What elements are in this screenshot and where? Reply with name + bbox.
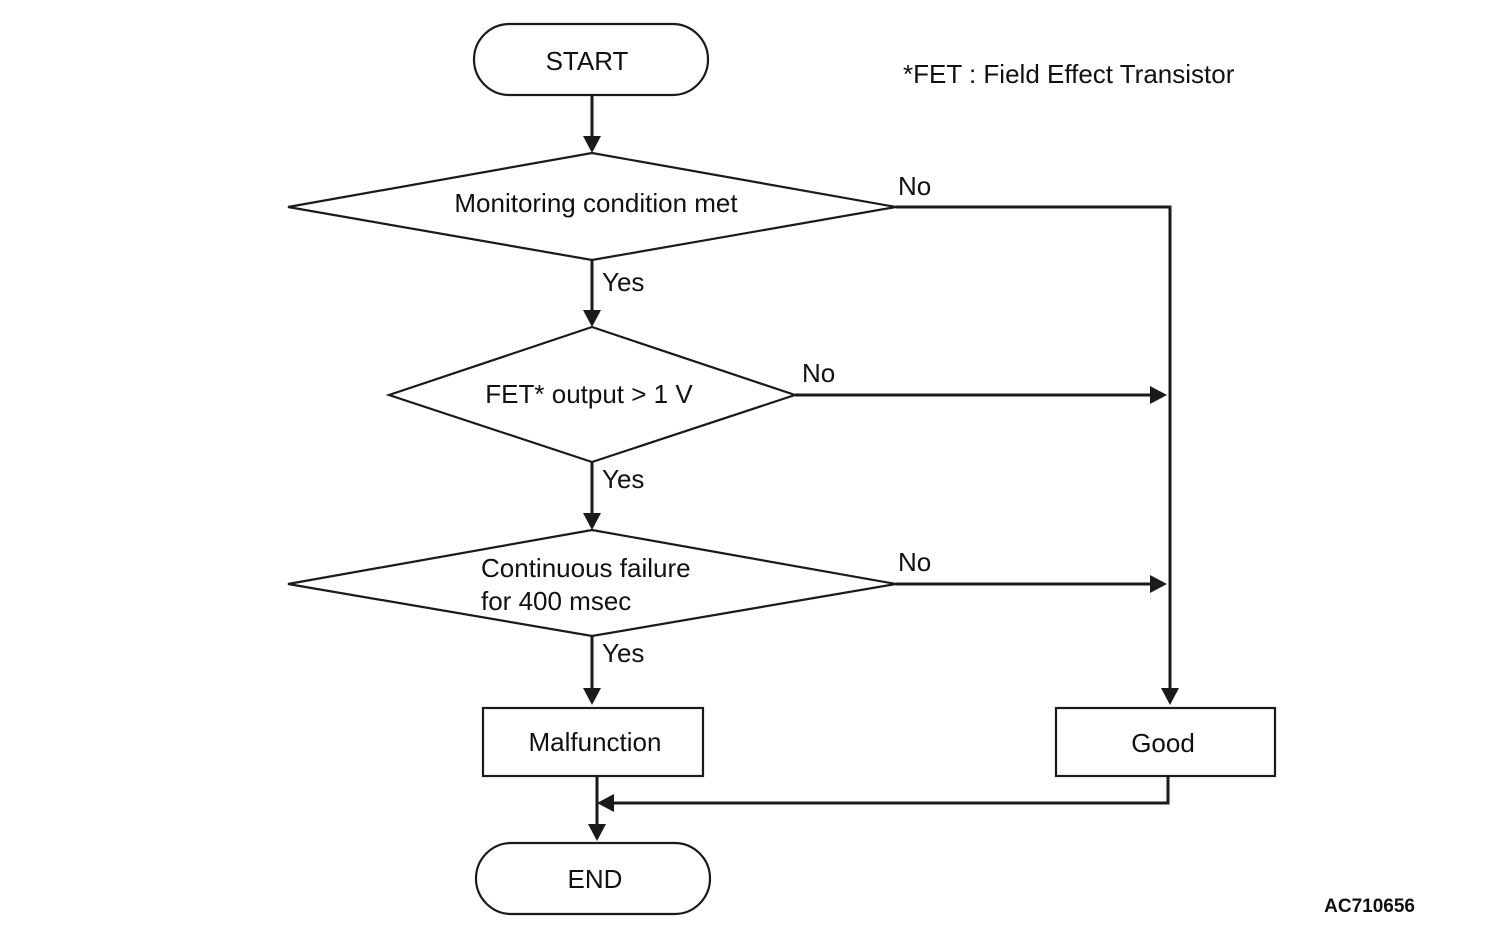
decision-continuous-failure: [287, 528, 897, 638]
good-label: Good: [1131, 728, 1195, 758]
start-label: START: [546, 46, 629, 76]
start-terminal: [472, 22, 710, 97]
good-box: [1054, 706, 1277, 778]
connector-decision-1-no: [896, 205, 1172, 690]
decision-1-yes-label: Yes: [602, 267, 644, 297]
decision-3-text-line-2: for 400 msec: [481, 586, 631, 616]
arrowhead-rail-from-decision-3: [1150, 575, 1167, 593]
arrowhead-decision-3: [583, 513, 601, 530]
arrowhead-merge: [597, 794, 614, 812]
fet-footnote: *FET : Field Effect Transistor: [903, 59, 1235, 89]
connector-good-to-end: [614, 776, 1170, 805]
decision-1-text: Monitoring condition met: [454, 188, 738, 218]
decision-1-no-label: No: [898, 171, 931, 201]
end-label: END: [568, 864, 623, 894]
decision-fet-output: [385, 325, 799, 464]
decision-3-no-label: No: [898, 547, 931, 577]
arrowhead-decision-2: [583, 310, 601, 327]
arrowhead-malfunction: [583, 688, 601, 705]
decision-2-text: FET* output > 1 V: [485, 379, 693, 409]
decision-3-text-line-1: Continuous failure: [481, 553, 691, 583]
arrowhead-rail-from-decision-2: [1150, 386, 1167, 404]
end-terminal: [474, 841, 712, 916]
decision-2-no-label: No: [802, 358, 835, 388]
decision-monitoring-condition: [287, 151, 897, 262]
arrowhead-decision-1: [583, 136, 601, 153]
decision-2-yes-label: Yes: [602, 464, 644, 494]
arrowhead-good: [1161, 688, 1179, 705]
arrowhead-end: [588, 824, 606, 841]
malfunction-label: Malfunction: [529, 727, 662, 757]
decision-3-yes-label: Yes: [602, 638, 644, 668]
figure-code: AC710656: [1324, 896, 1415, 917]
malfunction-box: [481, 706, 705, 778]
